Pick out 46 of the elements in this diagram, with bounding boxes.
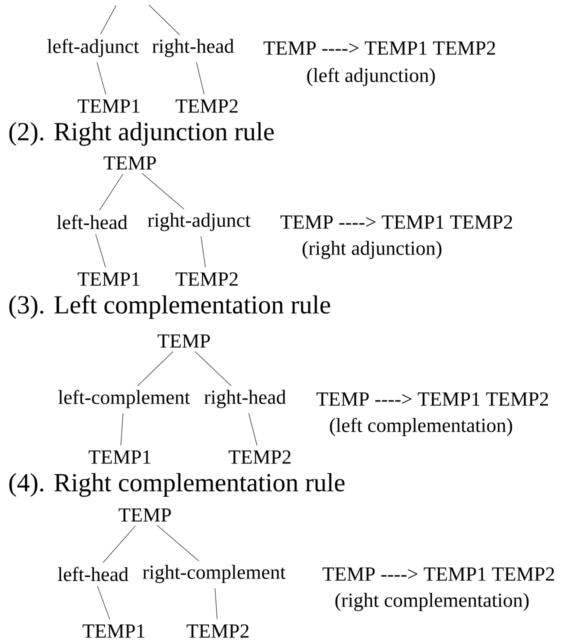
rule-heading: (3). Left complementation rule bbox=[9, 295, 330, 319]
rule-heading: (4). Right complementation rule bbox=[9, 473, 345, 497]
tree-label: right-head bbox=[152, 38, 234, 58]
rule-heading: (2). Right adjunction rule bbox=[9, 122, 274, 146]
tree-label: left-complement bbox=[58, 390, 190, 408]
tree-branch bbox=[156, 525, 200, 562]
rule-note: (left adjunction) bbox=[307, 68, 435, 86]
tree-label: left-head bbox=[58, 566, 128, 582]
rewrite-rule: TEMP ----> TEMP1 TEMP2 bbox=[280, 215, 512, 229]
tree-branch bbox=[102, 526, 136, 563]
tree-label: TEMP2 bbox=[176, 99, 238, 113]
tree-label: TEMP1 bbox=[78, 272, 140, 286]
tree-branch bbox=[137, 351, 174, 386]
rule-note: (left complementation) bbox=[330, 418, 512, 436]
tree-branch bbox=[194, 351, 232, 386]
tree-branch bbox=[200, 236, 206, 268]
tree-branch bbox=[214, 588, 218, 620]
tree-label: TEMP bbox=[104, 156, 156, 170]
tree-label: TEMP bbox=[158, 334, 210, 348]
rewrite-rule: TEMP ----> TEMP1 TEMP2 bbox=[264, 41, 496, 55]
tree-branch bbox=[96, 62, 106, 95]
rewrite-rule: TEMP ----> TEMP1 TEMP2 bbox=[316, 392, 548, 406]
tree-label: TEMP bbox=[118, 508, 171, 522]
tree-label: right-complement bbox=[142, 564, 286, 584]
tree-label: TEMP2 bbox=[186, 624, 249, 638]
tree-label: left-head bbox=[56, 214, 128, 230]
tree-branch bbox=[248, 412, 258, 446]
rewrite-rule: TEMP ----> TEMP1 TEMP2 bbox=[322, 567, 554, 581]
tree-branch bbox=[97, 586, 110, 620]
tree-label: TEMP1 bbox=[82, 624, 144, 638]
tree-label: TEMP1 bbox=[78, 99, 140, 113]
tree-label: TEMP1 bbox=[88, 450, 150, 464]
tree-label: TEMP2 bbox=[176, 272, 238, 286]
rule-note: (right complementation) bbox=[335, 592, 529, 612]
tree-label: TEMP2 bbox=[228, 450, 291, 464]
tree-label: left-adjunct bbox=[47, 38, 139, 58]
tree-branch bbox=[120, 413, 124, 446]
tree-branch bbox=[142, 173, 184, 210]
tree-label: right-head bbox=[204, 390, 286, 408]
tree-label: right-adjunct bbox=[148, 212, 251, 232]
tree-branch bbox=[148, 4, 180, 36]
tree-branch bbox=[100, 5, 116, 34]
tree-branch bbox=[95, 234, 106, 268]
tree-branch bbox=[196, 62, 204, 95]
rule-note: (right adjunction) bbox=[302, 240, 442, 260]
tree-branch bbox=[99, 174, 124, 211]
